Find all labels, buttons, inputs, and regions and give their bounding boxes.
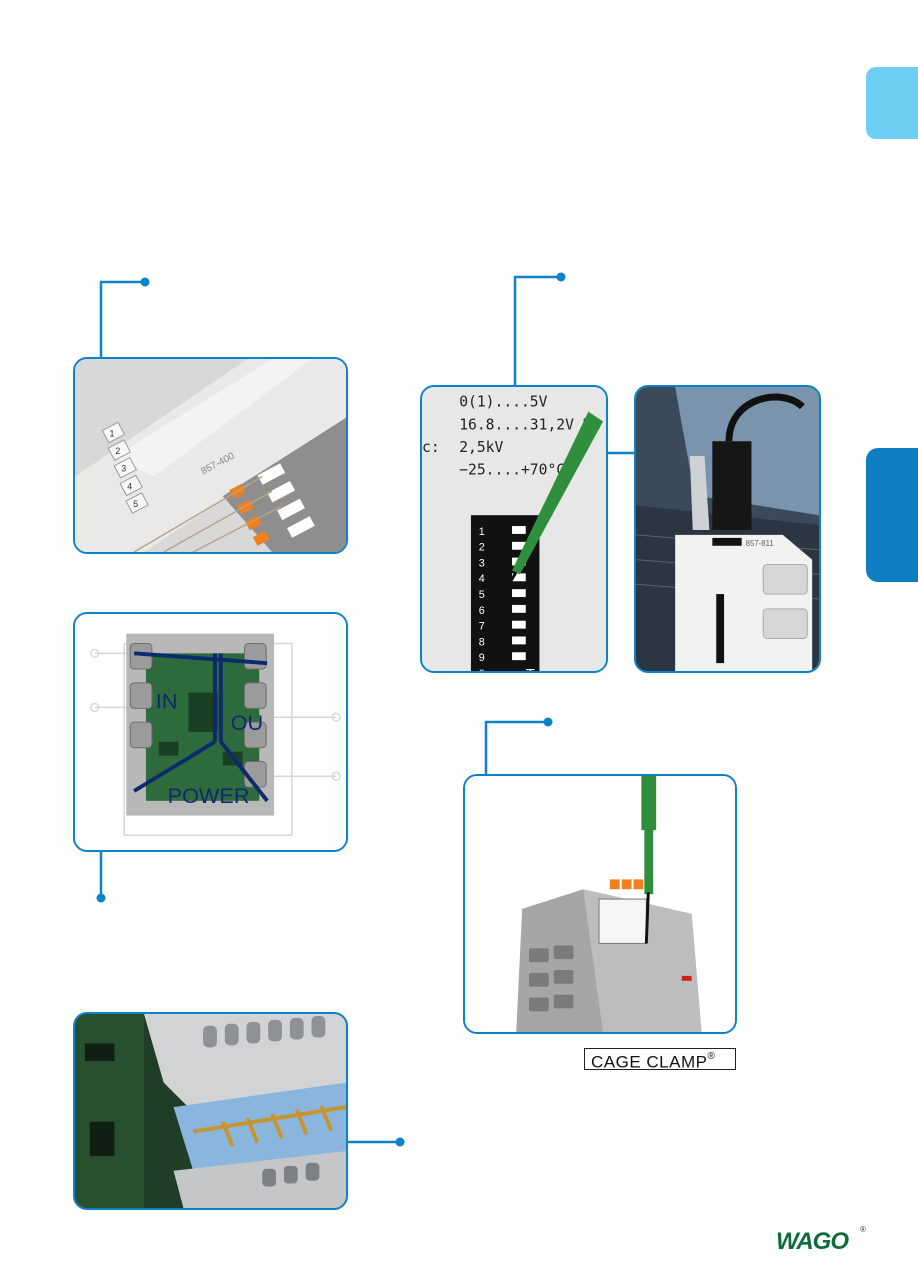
callout-dot xyxy=(556,272,566,282)
spec-line: 16.8....31,2V DC xyxy=(459,416,600,433)
wago-registered-mark: ® xyxy=(860,1225,866,1234)
dip-number: 4 xyxy=(479,573,485,585)
dip-number: 9 xyxy=(479,652,485,664)
dip-number: 2 xyxy=(479,542,485,554)
cage-clamp-registered-mark: ® xyxy=(707,1051,716,1062)
wago-logo: WAGO ® xyxy=(776,1225,866,1258)
marker-label: 2 xyxy=(115,446,120,456)
callout-dot xyxy=(543,717,553,727)
callout-dot xyxy=(140,277,150,287)
marker-label: 5 xyxy=(133,499,138,509)
photo-signal-flow: IN OU POWER xyxy=(73,612,348,852)
marker-label: 1 xyxy=(109,428,114,438)
photo-jumper-bus xyxy=(73,1012,348,1210)
dip-number: 3 xyxy=(479,557,485,569)
spec-side-label: c: xyxy=(422,439,440,456)
signal-label-in: IN xyxy=(156,688,178,713)
dip-number: 0 xyxy=(479,668,485,671)
chapter-tab-dark xyxy=(866,448,918,582)
callout-dot xyxy=(395,1137,405,1147)
chapter-tab-light xyxy=(866,67,918,139)
dip-number: 6 xyxy=(479,605,485,617)
photo-pc-configuration: 857-811 xyxy=(634,385,821,673)
module-model-label: 857-811 xyxy=(746,539,774,548)
signal-label-out: OU xyxy=(231,710,264,735)
dip-number: 7 xyxy=(479,621,485,633)
photo-module-marking: 1 2 3 4 5 857-400 xyxy=(73,357,348,554)
spec-line: 2,5kV xyxy=(459,439,503,456)
callout-dot xyxy=(96,893,106,903)
marker-label: 4 xyxy=(127,481,132,491)
signal-label-power: POWER xyxy=(168,783,250,808)
dip-number: 8 xyxy=(479,636,485,648)
dip-side-text: KS xyxy=(523,668,536,671)
wago-logo-text: WAGO xyxy=(776,1228,849,1255)
cage-clamp-name: CAGE CLAMP xyxy=(591,1052,708,1072)
photo-cage-clamp-module xyxy=(463,774,737,1034)
marker-label: 3 xyxy=(121,464,126,474)
spec-line: −25....+70°C xyxy=(459,462,565,479)
dip-number: 5 xyxy=(479,589,485,601)
dip-number: 1 xyxy=(479,526,485,538)
photo-dip-switch: 0(1)....5V 16.8....31,2V DC 2,5kV −25...… xyxy=(420,385,608,673)
cage-clamp-trademark: CAGE CLAMP® xyxy=(584,1048,736,1072)
spec-line: 0(1)....5V xyxy=(459,394,547,411)
